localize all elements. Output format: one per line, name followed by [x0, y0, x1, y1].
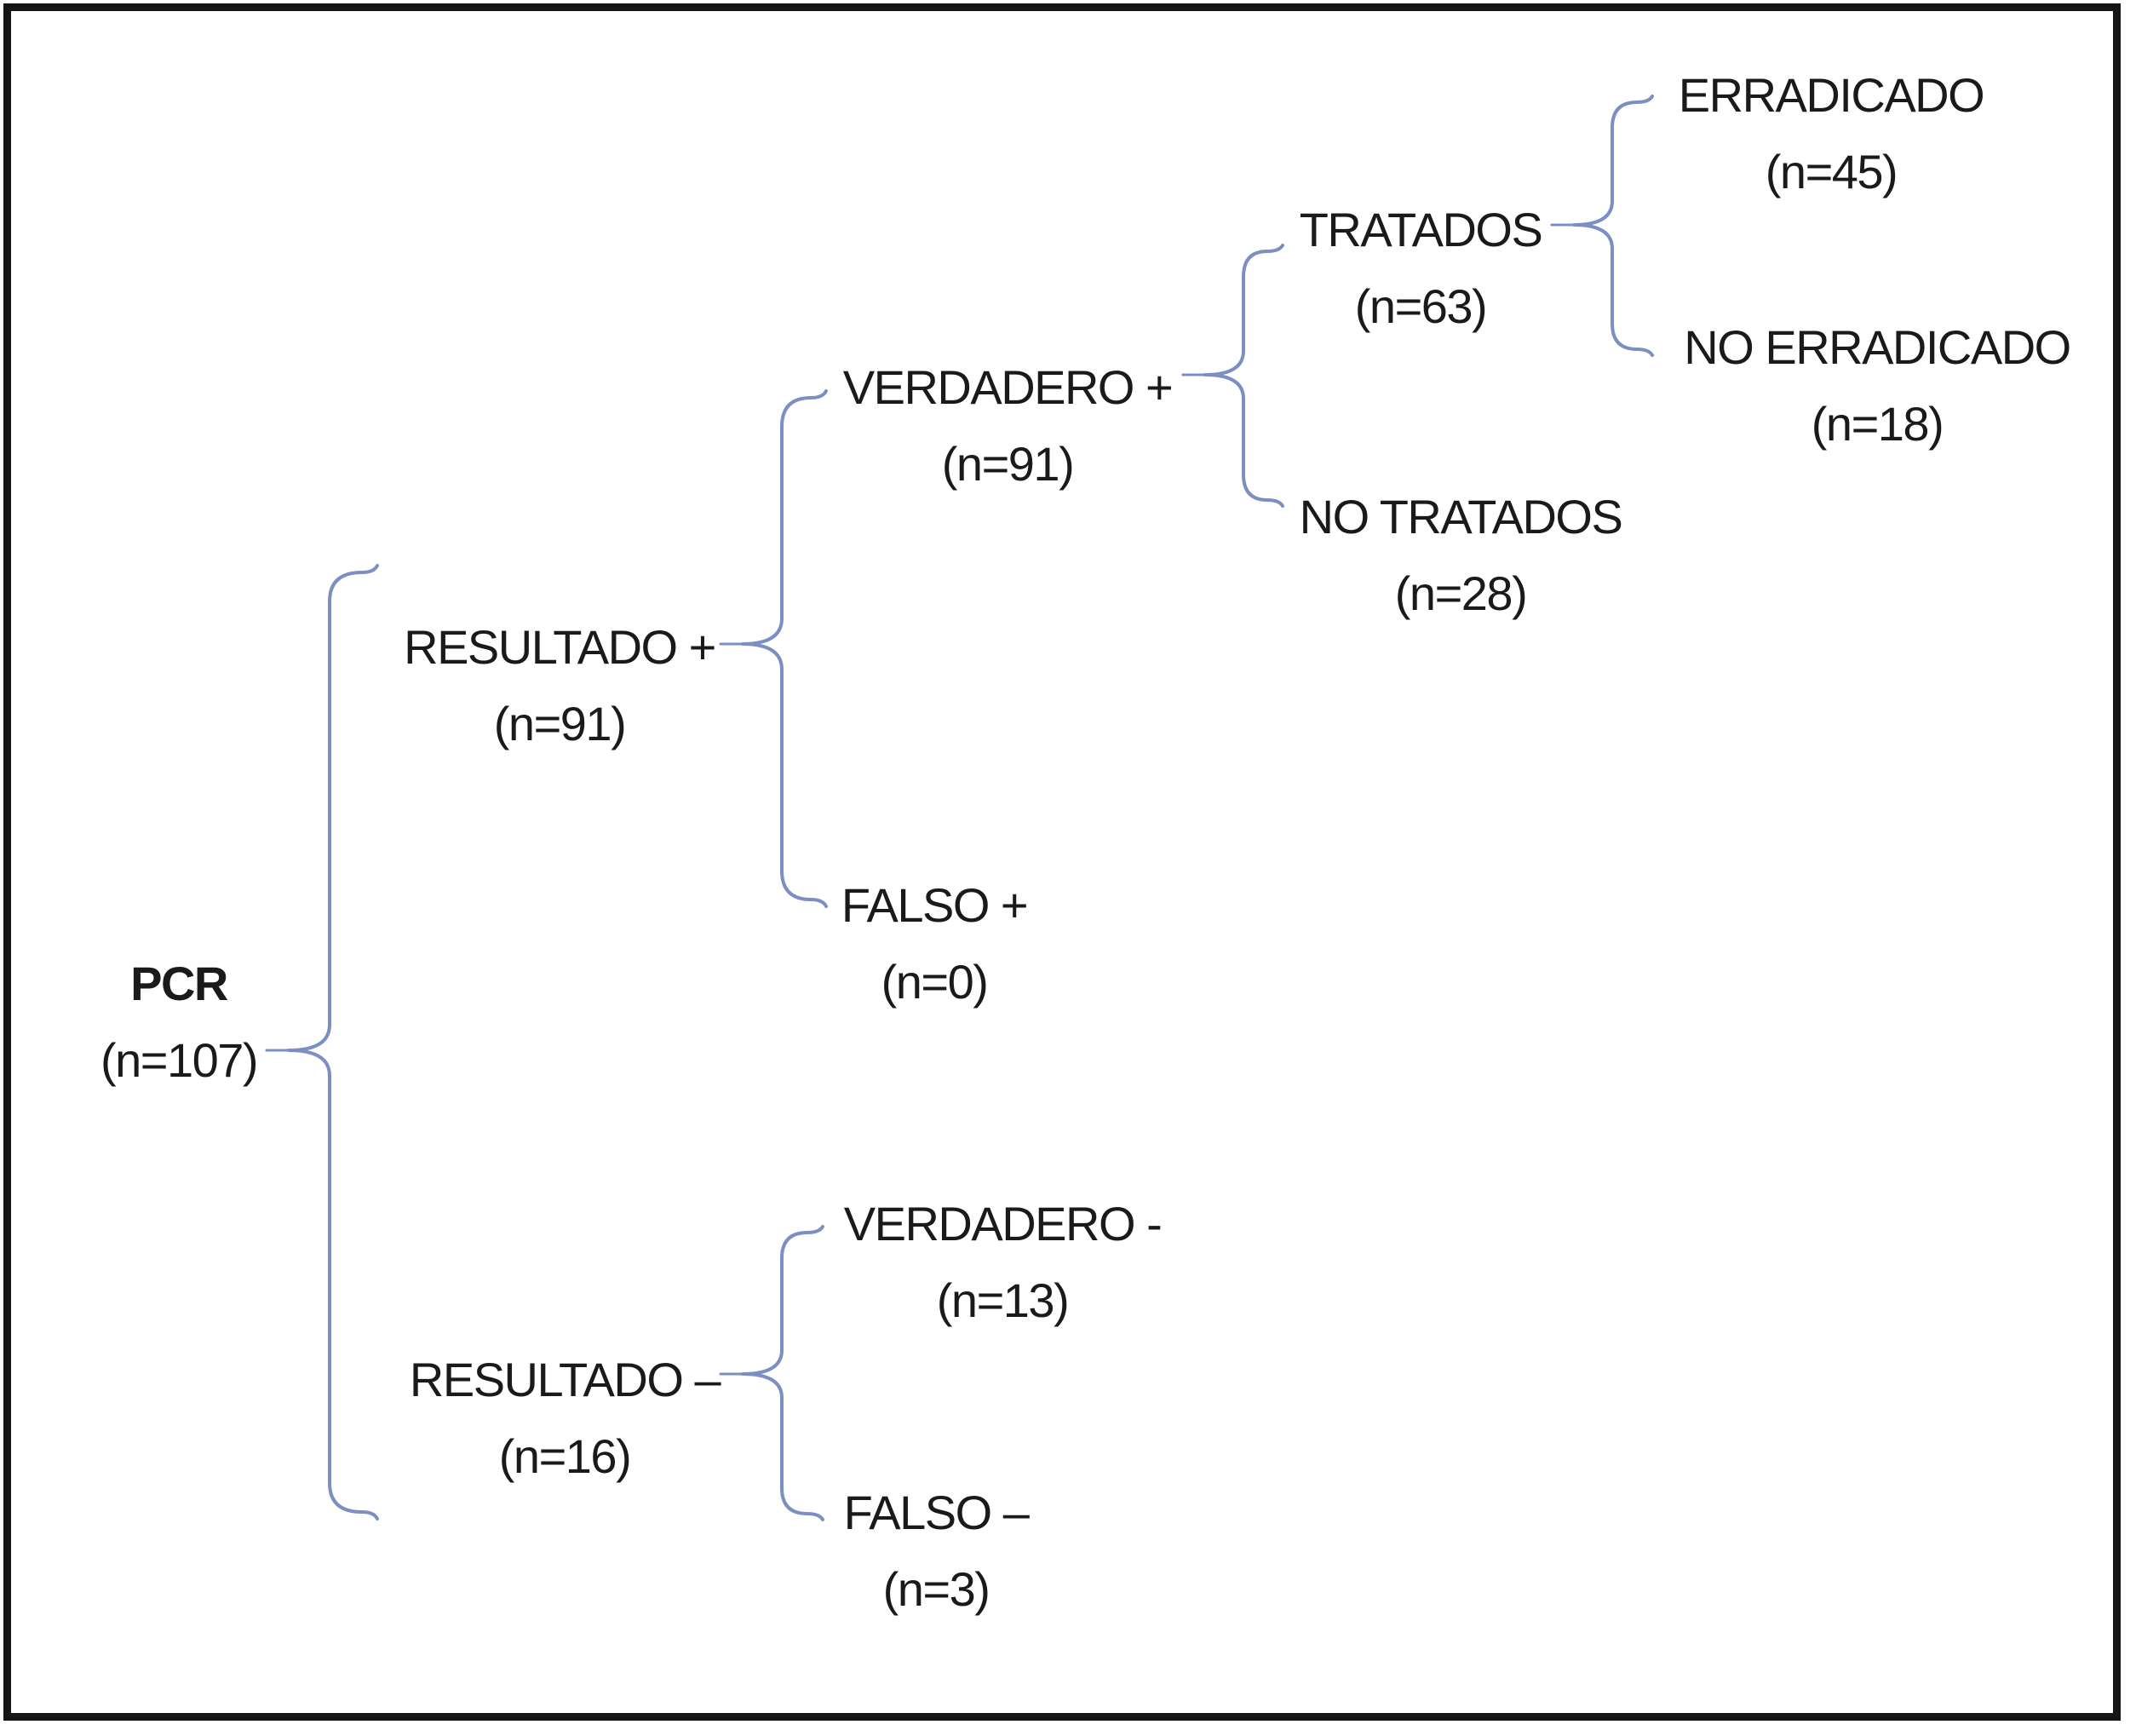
node-resultado-neg: RESULTADO – (n=16) [409, 1342, 721, 1495]
node-verdadero-pos-label: VERDADERO + [842, 360, 1174, 414]
node-resultado-pos-count: (n=91) [493, 697, 627, 750]
node-pcr-label: PCR [130, 957, 228, 1010]
node-no-tratados-count: (n=28) [1394, 566, 1528, 620]
node-resultado-neg-count: (n=16) [498, 1429, 632, 1483]
node-erradicado-label: ERRADICADO [1678, 68, 1985, 122]
node-no-tratados-label: NO TRATADOS [1299, 490, 1623, 543]
node-falso-neg-label: FALSO – [843, 1486, 1030, 1539]
node-falso-neg-count: (n=3) [882, 1562, 990, 1616]
node-no-erradicado: NO ERRADICADO (n=18) [1684, 309, 2071, 463]
brace-resultado-pos [719, 389, 828, 908]
brace-resultado-neg [719, 1225, 824, 1521]
node-verdadero-pos: VERDADERO + (n=91) [842, 349, 1174, 503]
node-no-erradicado-count: (n=18) [1811, 397, 1944, 451]
node-verdadero-neg: VERDADERO - (n=13) [843, 1186, 1163, 1339]
node-resultado-pos-label: RESULTADO + [404, 620, 716, 674]
node-tratados: TRATADOS (n=63) [1299, 192, 1543, 345]
node-verdadero-neg-label: VERDADERO - [843, 1197, 1163, 1250]
node-resultado-neg-label: RESULTADO – [409, 1353, 721, 1406]
node-tratados-count: (n=63) [1354, 279, 1488, 333]
brace-pcr [265, 564, 379, 1520]
node-pcr: PCR (n=107) [100, 946, 259, 1099]
node-no-tratados: NO TRATADOS (n=28) [1299, 479, 1623, 632]
node-falso-neg: FALSO – (n=3) [843, 1474, 1030, 1628]
node-pcr-count: (n=107) [100, 1033, 259, 1087]
node-no-erradicado-label: NO ERRADICADO [1684, 320, 2071, 374]
node-falso-pos-label: FALSO + [841, 878, 1029, 932]
node-verdadero-pos-count: (n=91) [941, 437, 1075, 491]
node-falso-pos-count: (n=0) [881, 955, 989, 1009]
node-erradicado-count: (n=45) [1765, 145, 1898, 198]
brace-tratados [1550, 95, 1654, 357]
node-resultado-pos: RESULTADO + (n=91) [404, 609, 716, 762]
node-verdadero-neg-count: (n=13) [936, 1273, 1070, 1327]
node-tratados-label: TRATADOS [1299, 203, 1543, 256]
brace-verdadero-pos [1181, 244, 1284, 508]
node-falso-pos: FALSO + (n=0) [841, 867, 1029, 1020]
node-erradicado: ERRADICADO (n=45) [1678, 57, 1985, 210]
